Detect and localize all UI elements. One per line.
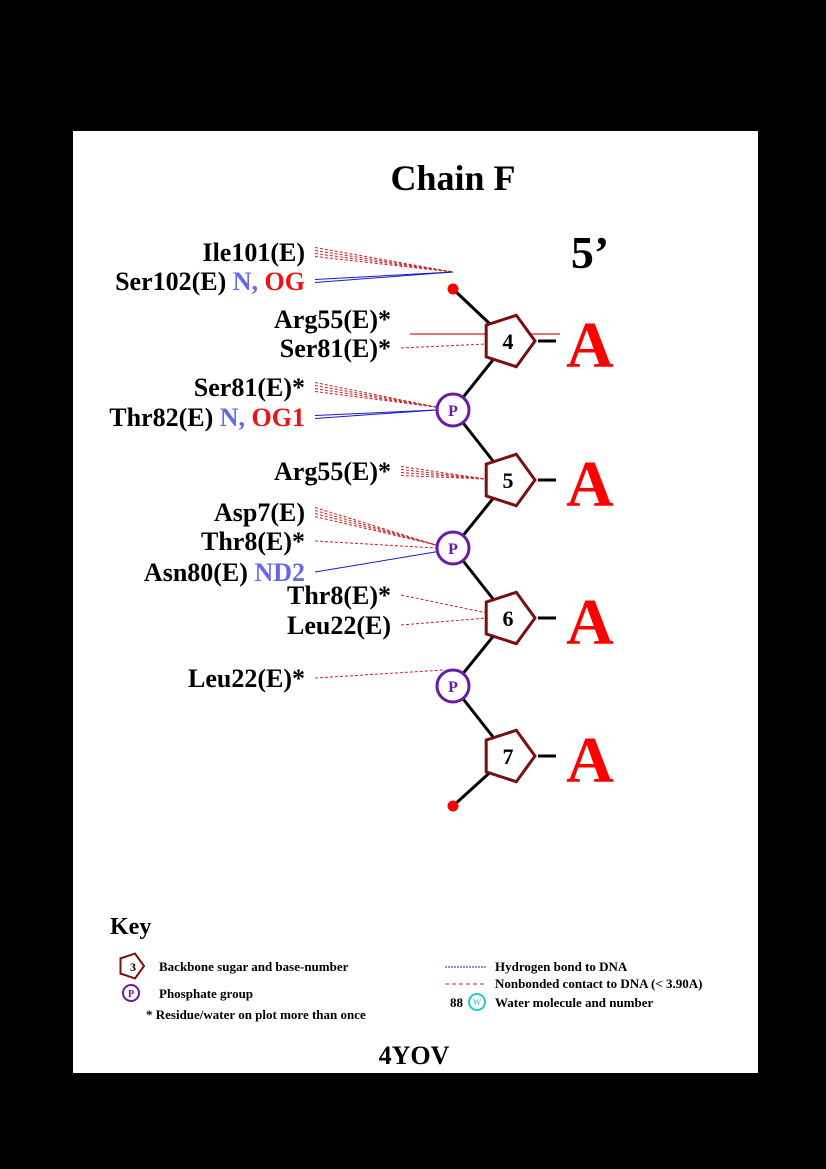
residue-name: Arg55(E)* [274, 457, 391, 486]
nonbonded-contact-line [314, 507, 437, 546]
phosphate-key-text: Phosphate group [159, 986, 253, 1001]
water-key-text: Water molecule and number [495, 995, 654, 1010]
residue-name: Asp7(E) [214, 498, 305, 527]
residue-label: Ser81(E)* [280, 334, 391, 363]
residue-name: Ile101(E) [202, 238, 305, 267]
residue-labels: Ile101(E)Ser102(E) N, OGArg55(E)*Ser81(E… [109, 238, 391, 693]
residue-label: Asn80(E) ND2 [144, 558, 305, 587]
phosphate-key-letter: P [128, 989, 134, 1000]
water-key-letter: W [473, 997, 482, 1007]
hydrogen-bond-line [314, 271, 454, 283]
donor-atom-label: N, [226, 267, 258, 296]
base-number: 5 [503, 468, 514, 493]
nonbonded-contact-line [400, 617, 488, 626]
residue-label: Arg55(E)* [274, 305, 391, 334]
phosphate-label: P [448, 541, 458, 558]
hbond-key-text: Hydrogen bond to DNA [495, 959, 628, 974]
base-number: 4 [503, 329, 514, 354]
residue-name: Thr8(E)* [287, 581, 391, 610]
nonbonded-contact-line [400, 475, 487, 480]
five-prime-label: 5’ [571, 227, 609, 278]
acceptor-atom-label: OG [258, 267, 305, 296]
water-key-icon [468, 993, 486, 1011]
nonbonded-contact-line [314, 513, 437, 546]
nonbonded-contact-line [314, 669, 444, 679]
base-letter: A [566, 586, 614, 659]
pdb-id: 4YOV [379, 1041, 450, 1070]
nonbonded-contact-line [314, 510, 437, 546]
phosphate-circle [435, 392, 471, 428]
donor-atom-label: ND2 [248, 558, 305, 587]
residue-name: Ser102(E) [115, 267, 226, 296]
terminal-end-dot [447, 283, 459, 295]
residue-name: Ser81(E)* [194, 373, 305, 402]
diagram-panel [73, 131, 758, 1073]
phosphate-circle [435, 668, 471, 704]
sugar-key-icon [119, 952, 146, 980]
sugar-pentagon [484, 590, 537, 646]
residue-label: Thr82(E) N, OG1 [109, 403, 305, 432]
residue-name: Thr8(E)* [201, 527, 305, 556]
residue-label: Ile101(E) [202, 238, 305, 267]
residue-label: Leu22(E)* [188, 664, 305, 693]
residue-label: Asp7(E) [214, 498, 305, 527]
residue-label: Ser102(E) N, OG [115, 267, 305, 296]
residue-label: Leu22(E) [287, 611, 391, 640]
base-number: 6 [503, 606, 514, 631]
phosphate-label: P [448, 679, 458, 696]
key-title: Key [110, 914, 151, 940]
sugar-key-number: 3 [130, 960, 136, 974]
nonbonded-contact-line [314, 540, 437, 549]
base-number: 7 [503, 744, 514, 769]
hydrogen-bond-line [314, 409, 437, 419]
sugar-pentagon [484, 313, 537, 369]
residue-label: Arg55(E)* [274, 457, 391, 486]
chain-title: Chain F [390, 158, 515, 198]
residue-label: Ser81(E)* [194, 373, 305, 402]
sugar-pentagon [484, 728, 537, 784]
water-key-number: 88 [450, 995, 464, 1010]
phosphate-circle [435, 530, 471, 566]
nonbonded-contact-line [400, 343, 487, 349]
nonbonded-contact-line [314, 516, 437, 546]
repeat-key-text: * Residue/water on plot more than once [146, 1007, 366, 1022]
residue-label: Thr8(E)* [201, 527, 305, 556]
key-legend: Key 3 Backbone sugar and base-number P P… [110, 914, 702, 1022]
nonbonded-contact-line [314, 391, 437, 408]
base-letter: A [566, 309, 614, 382]
sugar-pentagon [484, 452, 537, 508]
residue-name: Ser81(E)* [280, 334, 391, 363]
phosphate-label: P [448, 403, 458, 420]
nonbonded-key-text: Nonbonded contact to DNA (< 3.90A) [495, 976, 702, 991]
residue-name: Leu22(E)* [188, 664, 305, 693]
base-letter: A [566, 448, 614, 521]
residue-name: Thr82(E) [109, 403, 213, 432]
terminal-end-dot [447, 800, 459, 812]
nonbonded-contact-line [314, 256, 454, 273]
residue-name: Leu22(E) [287, 611, 391, 640]
phosphate-key-icon [122, 984, 140, 1002]
base-letter: A [566, 724, 614, 797]
sugar-key-text: Backbone sugar and base-number [159, 959, 349, 974]
residue-label: Thr8(E)* [287, 581, 391, 610]
residue-name: Arg55(E)* [274, 305, 391, 334]
donor-atom-label: N, [213, 403, 245, 432]
hydrogen-bond-line [314, 549, 448, 573]
residue-name: Asn80(E) [144, 558, 248, 587]
acceptor-atom-label: OG1 [245, 403, 305, 432]
